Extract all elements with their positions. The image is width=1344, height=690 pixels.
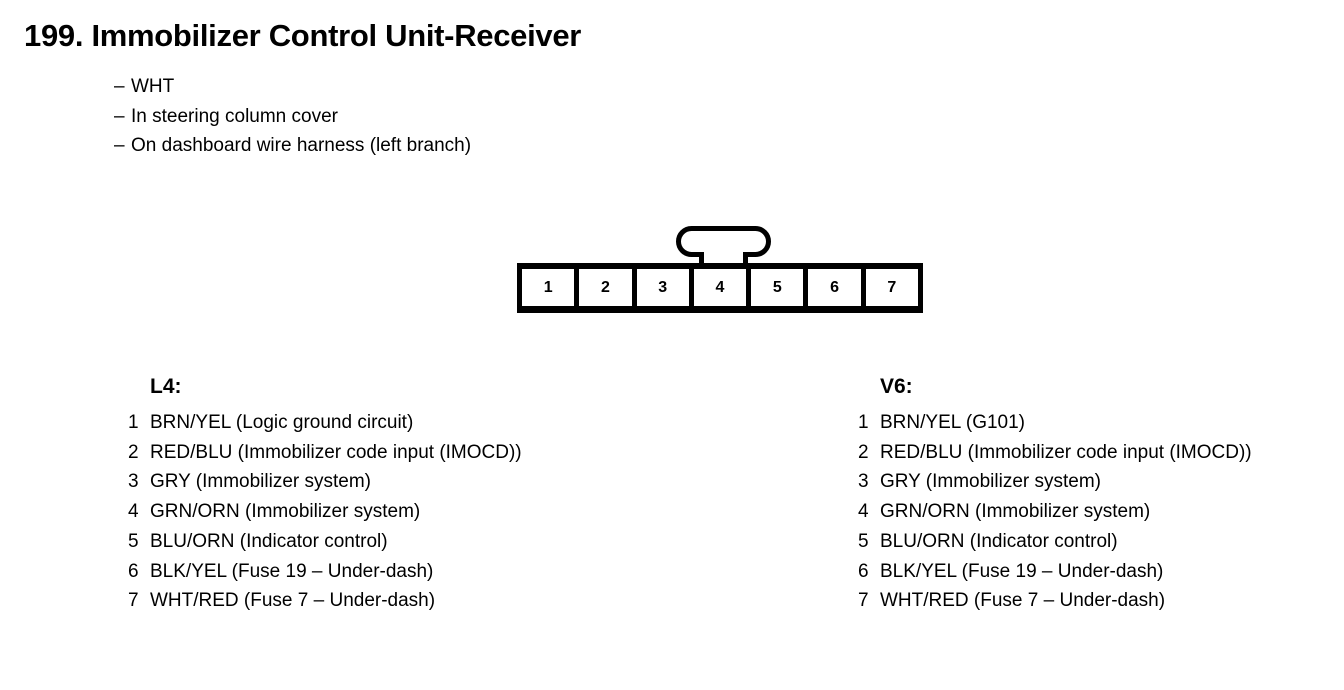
list-item: 6 BLK/YEL (Fuse 19 – Under-dash)	[858, 557, 1252, 587]
pin-number: 3	[128, 471, 139, 493]
connector-pin-cell: 3	[636, 269, 689, 306]
pin-list: 1 BRN/YEL (Logic ground circuit) 2 RED/B…	[128, 408, 522, 616]
list-item: 1 BRN/YEL (Logic ground circuit)	[128, 408, 522, 438]
list-item: 3 GRY (Immobilizer system)	[128, 467, 522, 497]
connector-diagram: 1 2 3 4 5 6 7	[517, 226, 923, 313]
legend-heading: L4:	[150, 375, 182, 398]
pin-number: 2	[128, 441, 139, 463]
list-item: – On dashboard wire harness (left branch…	[114, 131, 471, 161]
connector-pin-cell: 6	[808, 269, 861, 306]
spec-bullet-list: – WHT – In steering column cover – On da…	[114, 72, 471, 161]
dash-icon: –	[114, 135, 125, 156]
pin-description: BLK/YEL (Fuse 19 – Under-dash)	[150, 560, 434, 582]
list-item: 5 BLU/ORN (Indicator control)	[858, 527, 1252, 557]
legend-heading: V6:	[880, 375, 913, 398]
pin-description: WHT/RED (Fuse 7 – Under-dash)	[880, 590, 1166, 612]
pin-description: BLU/ORN (Indicator control)	[150, 530, 388, 552]
pin-description: GRY (Immobilizer system)	[880, 471, 1101, 493]
pin-number: 6	[128, 560, 139, 582]
list-item: – In steering column cover	[114, 102, 471, 132]
page-title: 199. Immobilizer Control Unit-Receiver	[24, 18, 582, 53]
connector-body: 1 2 3 4 5 6 7	[517, 263, 923, 313]
list-item: 7 WHT/RED (Fuse 7 – Under-dash)	[128, 586, 522, 616]
dash-icon: –	[114, 105, 125, 127]
pin-description: BRN/YEL (Logic ground circuit)	[150, 412, 414, 433]
pin-description: GRN/ORN (Immobilizer system)	[880, 501, 1151, 523]
pin-description: RED/BLU (Immobilizer code input (IMOCD))	[880, 441, 1252, 463]
pin-number: 5	[858, 530, 869, 552]
list-item: 3 GRY (Immobilizer system)	[858, 467, 1252, 497]
list-item: 2 RED/BLU (Immobilizer code input (IMOCD…	[858, 438, 1252, 468]
pin-number: 4	[858, 501, 869, 523]
pin-description: GRY (Immobilizer system)	[150, 471, 371, 493]
list-item: 7 WHT/RED (Fuse 7 – Under-dash)	[858, 586, 1252, 616]
pin-description: RED/BLU (Immobilizer code input (IMOCD))	[150, 441, 522, 463]
spec-bullet-text: In steering column cover	[131, 105, 338, 127]
pin-list: 1 BRN/YEL (G101) 2 RED/BLU (Immobilizer …	[858, 408, 1252, 616]
list-item: 2 RED/BLU (Immobilizer code input (IMOCD…	[128, 438, 522, 468]
connector-pin-cell: 2	[579, 269, 632, 306]
spec-bullet-text: WHT	[131, 76, 175, 97]
spec-bullet-text: On dashboard wire harness (left branch)	[131, 135, 472, 156]
pin-number: 1	[858, 412, 869, 433]
pin-number: 5	[128, 530, 139, 552]
pin-description: WHT/RED (Fuse 7 – Under-dash)	[150, 590, 436, 612]
pin-number: 1	[128, 412, 139, 433]
list-item: 4 GRN/ORN (Immobilizer system)	[128, 497, 522, 527]
pin-number: 7	[128, 590, 139, 612]
pin-description: GRN/ORN (Immobilizer system)	[150, 501, 421, 523]
list-item: 6 BLK/YEL (Fuse 19 – Under-dash)	[128, 557, 522, 587]
list-item: 1 BRN/YEL (G101)	[858, 408, 1252, 438]
dash-icon: –	[114, 76, 125, 97]
pin-number: 3	[858, 471, 869, 493]
pin-description: BLU/ORN (Indicator control)	[880, 530, 1118, 552]
connector-pin-cell: 5	[751, 269, 804, 306]
legend-column-l4: L4: 1 BRN/YEL (Logic ground circuit) 2 R…	[128, 375, 522, 616]
legend-column-v6: V6: 1 BRN/YEL (G101) 2 RED/BLU (Immobili…	[858, 375, 1252, 616]
list-item: 4 GRN/ORN (Immobilizer system)	[858, 497, 1252, 527]
pin-number: 6	[858, 560, 869, 582]
connector-pin-cell: 1	[522, 269, 575, 306]
pin-description: BRN/YEL (G101)	[880, 412, 1026, 433]
list-item: – WHT	[114, 72, 471, 102]
pin-number: 4	[128, 501, 139, 523]
pin-description: BLK/YEL (Fuse 19 – Under-dash)	[880, 560, 1164, 582]
list-item: 5 BLU/ORN (Indicator control)	[128, 527, 522, 557]
pin-number: 7	[858, 590, 869, 612]
connector-pin-cell: 7	[865, 269, 918, 306]
pin-number: 2	[858, 441, 869, 463]
connector-pin-cell: 4	[693, 269, 747, 306]
